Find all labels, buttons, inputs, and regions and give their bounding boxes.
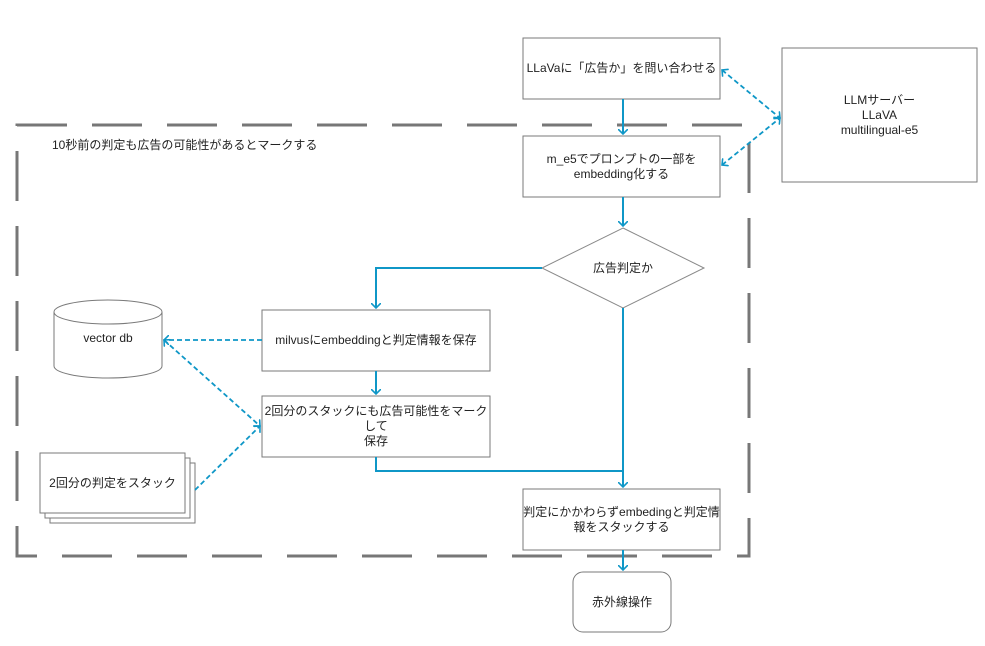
node-vector-db-label: vector db — [54, 326, 162, 350]
node-embed-label: m_e5でプロンプトの一部を embedding化する — [523, 136, 720, 197]
node-mark-stack-label: 2回分のスタックにも広告可能性をマークして 保存 — [262, 396, 490, 457]
label-text: LLaVaに「広告か」を問い合わせる — [526, 61, 717, 75]
label-text: milvusにembeddingと判定情報を保存 — [275, 333, 477, 347]
node-llm-server-label: LLMサーバー LLaVA multilingual-e5 — [782, 48, 977, 182]
edge-decision-to-save — [376, 267, 542, 308]
group-frame — [15, 123, 751, 558]
node-decision-label: 広告判定か — [560, 228, 686, 308]
label-line: 保存 — [363, 434, 388, 448]
node-stack-always-label: 判定にかかわらずembedingと判定情 報をスタックする — [523, 489, 720, 550]
node-save-milvus-label: milvusにembeddingと判定情報を保存 — [262, 310, 490, 371]
node-vector-db[interactable] — [53, 299, 163, 379]
label-line: m_e5でプロンプトの一部を — [546, 151, 697, 166]
edge-mark-to-stack-always — [375, 457, 623, 472]
node-embed[interactable] — [522, 135, 721, 198]
node-mark-stack[interactable] — [261, 395, 491, 458]
edge-vectordb-mark-stack — [164, 340, 260, 426]
node-ir-action[interactable] — [572, 571, 672, 633]
label-line: embedding化する — [573, 166, 670, 181]
edge-embed-llm-server — [722, 118, 780, 165]
node-stack-two[interactable] — [39, 452, 196, 524]
label-line: multilingual-e5 — [840, 122, 919, 137]
label-line: 判定にかかわらずembedingと判定情 — [523, 504, 720, 519]
label-text: 赤外線操作 — [591, 594, 652, 609]
label-text: vector db — [83, 330, 133, 345]
node-llm-server[interactable] — [781, 47, 978, 183]
label-line: LLaVA — [861, 107, 898, 122]
node-save-milvus[interactable] — [261, 309, 491, 372]
edge-ask-llm-server — [722, 70, 780, 118]
frame-label: 10秒前の判定も広告の可能性があるとマークする — [52, 138, 318, 152]
edge-stack-two-to-mark — [194, 426, 260, 491]
label-line: LLMサーバー — [843, 92, 916, 107]
node-ask-llava[interactable] — [522, 37, 721, 100]
label-line: 2回分のスタックにも広告可能性をマークして — [264, 404, 488, 433]
label-line: 報をスタックする — [573, 519, 670, 534]
node-stack-always[interactable] — [522, 488, 721, 551]
node-ir-action-label: 赤外線操作 — [573, 572, 671, 632]
label-text: 広告判定か — [592, 260, 653, 275]
label-text: 2回分の判定をスタック — [49, 475, 176, 490]
node-ask-llava-label: LLaVaに「広告か」を問い合わせる — [523, 38, 720, 99]
node-stack-two-label: 2回分の判定をスタック — [40, 453, 185, 513]
